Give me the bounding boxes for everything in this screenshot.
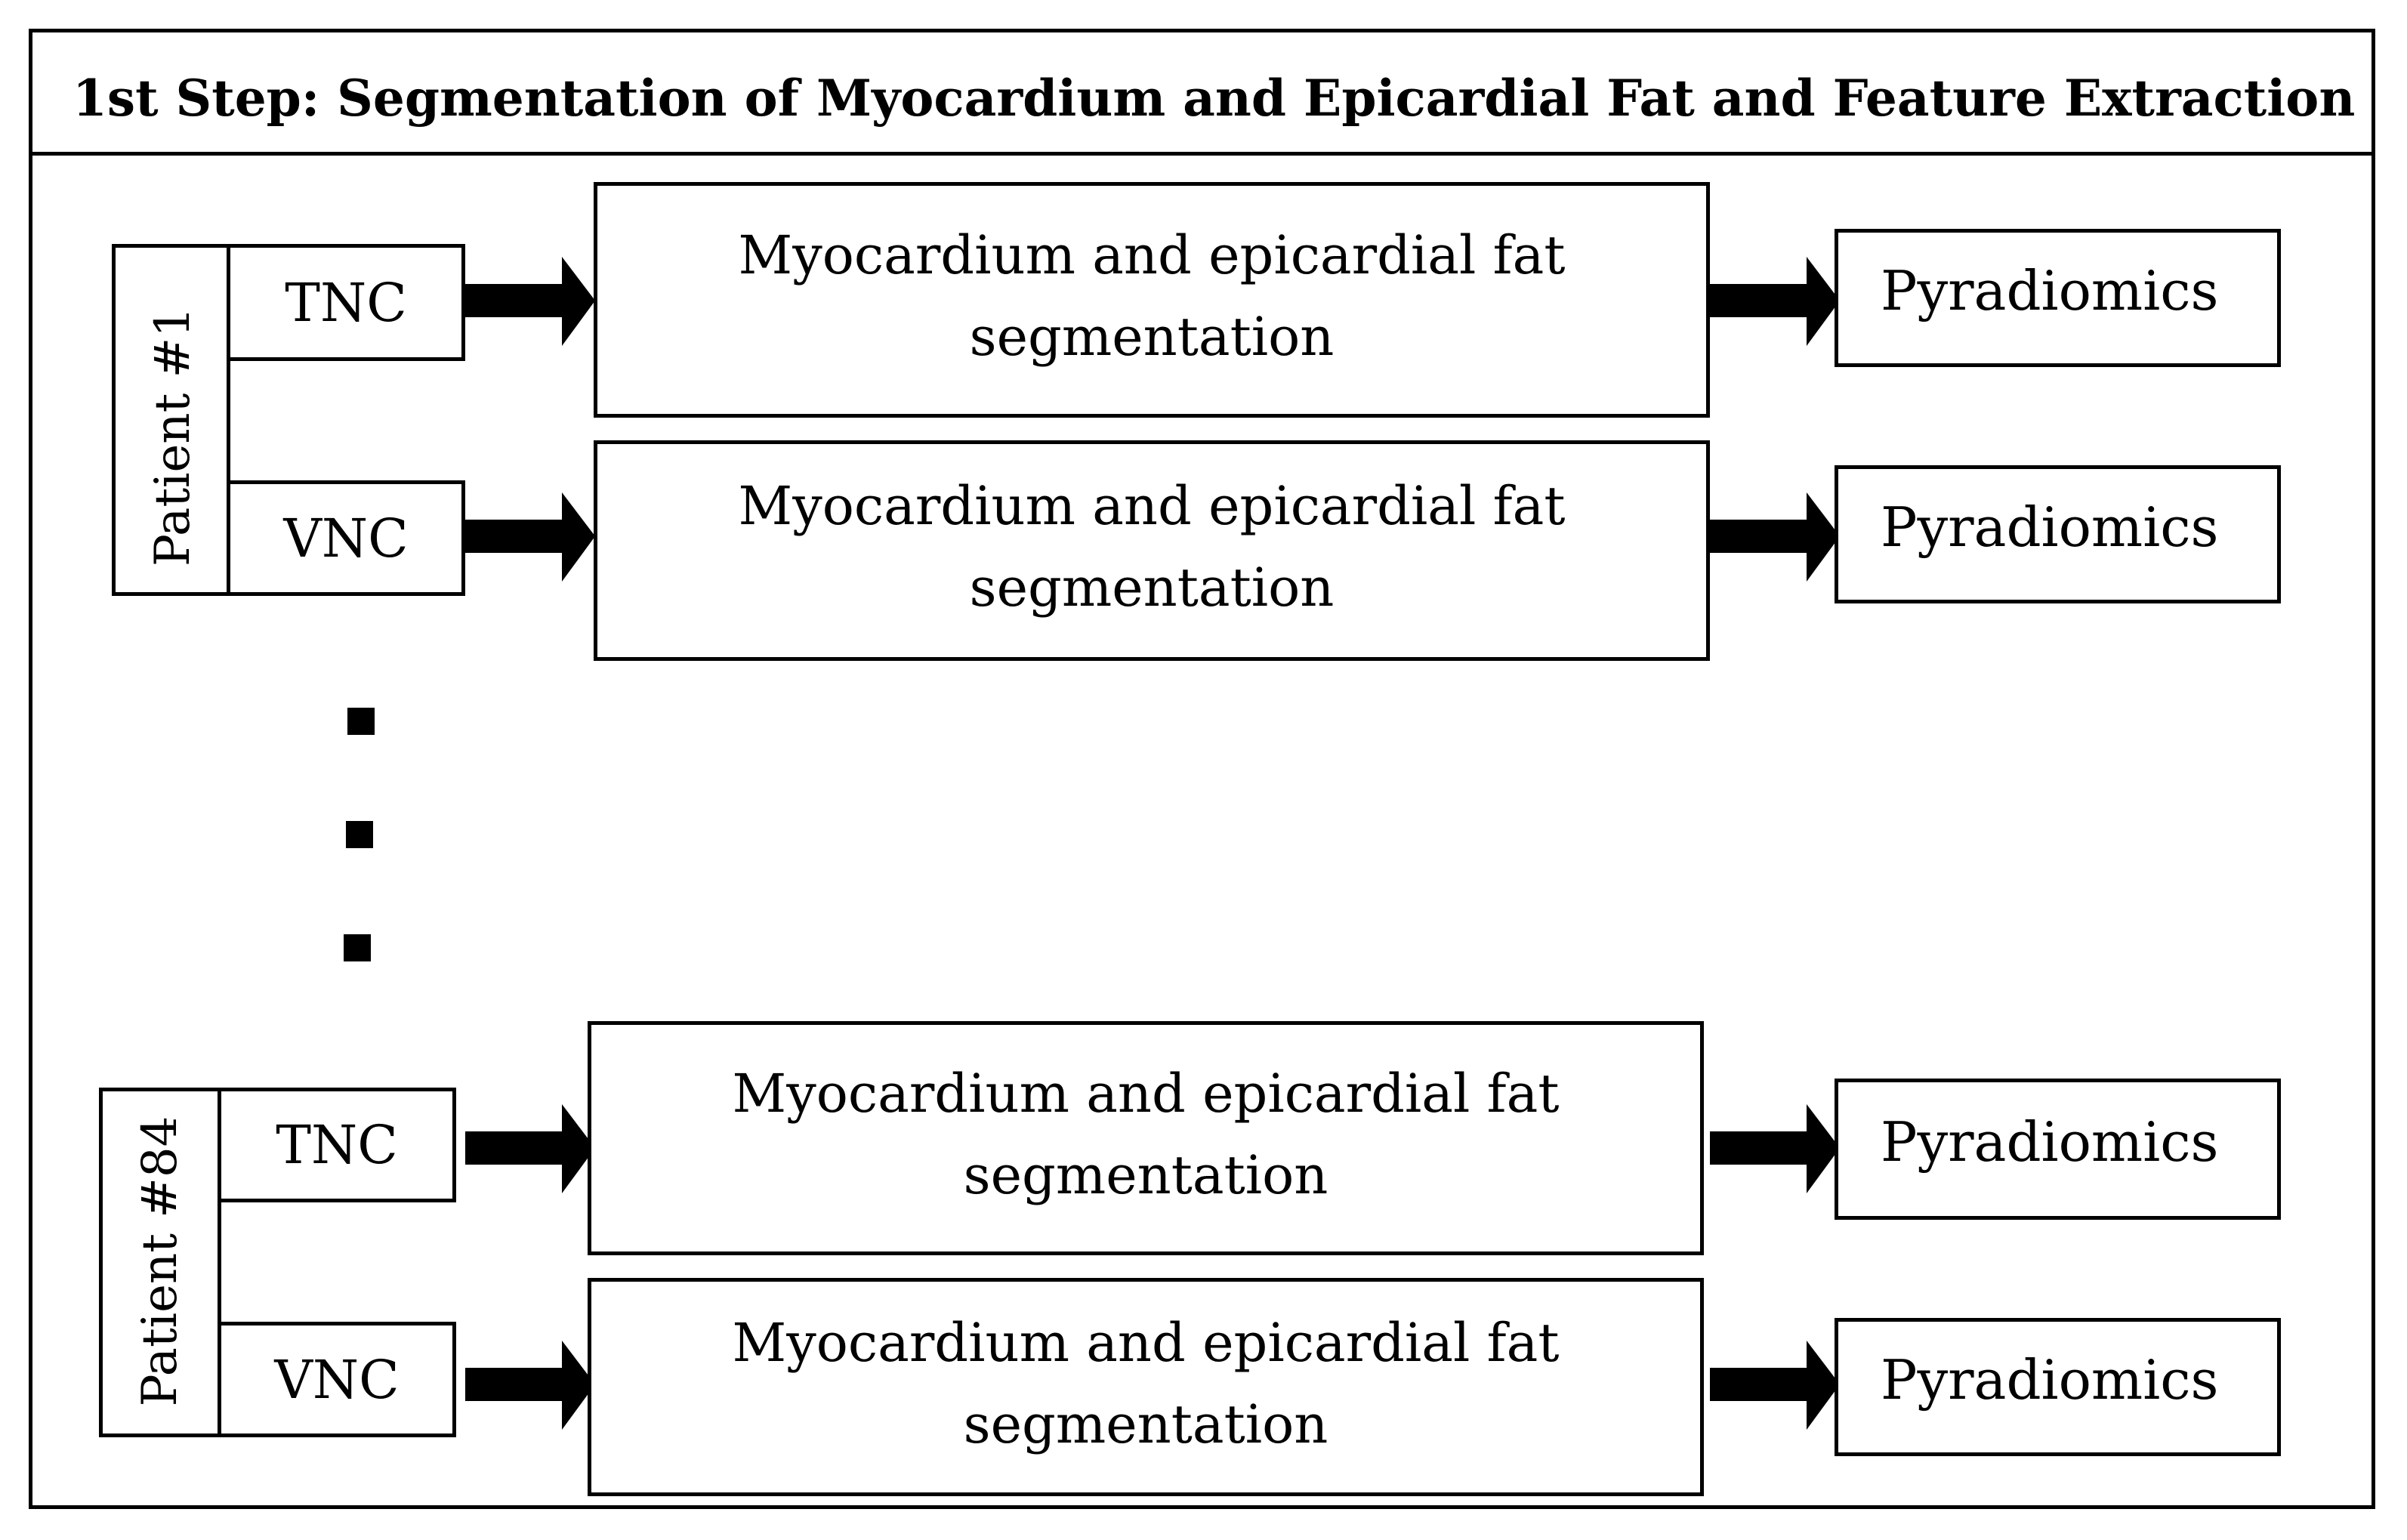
patient-84-box	[99, 1088, 221, 1437]
ellipsis-dot-icon	[346, 821, 373, 848]
pyradiomics-box-patient-84-vnc: Pyradiomics	[1835, 1318, 2281, 1456]
scan-tnc-patient-84: TNC	[218, 1088, 456, 1202]
pyradiomics-box-patient-1-vnc: Pyradiomics	[1835, 465, 2281, 603]
scan-tnc-patient-1: TNC	[227, 244, 465, 361]
arrow-icon	[465, 257, 595, 346]
ellipsis-dot-icon	[344, 934, 371, 961]
patient-84-label: Patient #84	[132, 1116, 188, 1407]
segmentation-line-2: segmentation	[969, 306, 1335, 368]
title-bar	[29, 29, 2375, 156]
segmentation-box-patient-1-tnc: Myocardium and epicardial fat segmentatio…	[594, 182, 1710, 418]
segmentation-line-2: segmentation	[963, 1393, 1328, 1455]
arrow-icon	[465, 1341, 595, 1430]
arrow-icon	[465, 492, 595, 582]
scan-vnc-patient-84: VNC	[218, 1322, 456, 1437]
arrow-icon	[1710, 1341, 1840, 1430]
segmentation-line-2: segmentation	[969, 557, 1335, 619]
patient-1-label: Patient #1	[145, 306, 201, 567]
segmentation-box-patient-1-vnc: Myocardium and epicardial fat segmentatio…	[594, 440, 1710, 661]
diagram-title: 1st Step: Segmentation of Myocardium and…	[73, 69, 2356, 128]
pyradiomics-box-patient-1-tnc: Pyradiomics	[1835, 229, 2281, 367]
segmentation-box-patient-84-vnc: Myocardium and epicardial fat segmentatio…	[588, 1278, 1704, 1496]
segmentation-line-1: Myocardium and epicardial fat	[732, 1063, 1560, 1125]
arrow-icon	[1710, 257, 1840, 346]
ellipsis-dot-icon	[347, 708, 375, 735]
segmentation-line-1: Myocardium and epicardial fat	[738, 224, 1566, 286]
arrow-icon	[1710, 1104, 1840, 1193]
patient-1-box	[112, 244, 230, 596]
arrow-icon	[465, 1104, 595, 1193]
arrow-icon	[1710, 492, 1840, 582]
segmentation-line-1: Myocardium and epicardial fat	[732, 1311, 1560, 1374]
segmentation-line-2: segmentation	[963, 1144, 1328, 1206]
pyradiomics-box-patient-84-tnc: Pyradiomics	[1835, 1079, 2281, 1220]
segmentation-box-patient-84-tnc: Myocardium and epicardial fat segmentatio…	[588, 1021, 1704, 1255]
segmentation-line-1: Myocardium and epicardial fat	[738, 475, 1566, 537]
scan-vnc-patient-1: VNC	[227, 480, 465, 596]
